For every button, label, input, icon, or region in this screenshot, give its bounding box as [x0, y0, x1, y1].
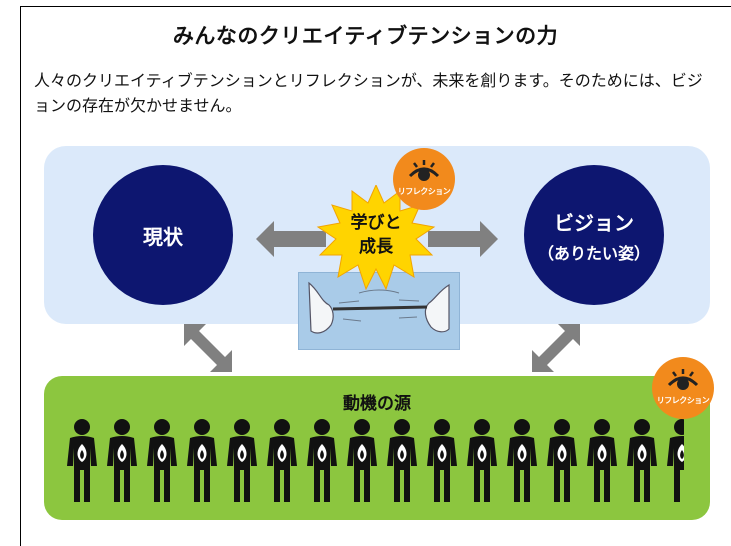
reflection-badge-bottom: リフレクション [652, 357, 714, 419]
person-with-flame-icon [227, 419, 257, 502]
current-state-circle: 現状 [93, 165, 233, 305]
person-with-flame-icon [67, 419, 97, 502]
vision-sub-label: （ありたい姿） [537, 243, 650, 263]
person-with-flame-icon [187, 419, 217, 502]
frame-left-line [20, 6, 21, 546]
left-arrow-icon [256, 221, 326, 257]
reflection-label-bottom: リフレクション [656, 396, 710, 405]
person-with-flame-icon [267, 419, 297, 502]
eye-icon [667, 369, 699, 390]
person-with-flame-icon [427, 419, 457, 502]
frame-top-line [20, 6, 731, 7]
right-arrow-icon [428, 221, 498, 257]
learning-label-line2: 成長 [359, 237, 393, 257]
person-with-flame-icon [307, 419, 337, 502]
hands-illustration-icon [299, 273, 459, 349]
starburst-icon [316, 185, 436, 290]
learning-growth-label: 学びと 成長 [316, 211, 436, 259]
hands-stretching-photo [298, 272, 460, 350]
person-with-flame-icon [547, 419, 577, 502]
person-with-flame-icon [627, 419, 657, 502]
learning-label-line1: 学びと [350, 213, 402, 233]
person-with-flame-icon [147, 419, 177, 502]
person-with-flame-icon [387, 419, 417, 502]
people-row [67, 419, 684, 502]
diagonal-arrow-left-icon [184, 324, 232, 372]
person-with-flame-icon [667, 419, 684, 502]
current-state-label: 現状 [143, 224, 183, 249]
reflection-badge-top: リフレクション [393, 148, 455, 210]
page-title: みんなのクリエイティブテンションの力 [172, 24, 559, 48]
person-with-flame-icon [347, 419, 377, 502]
reflection-label-top: リフレクション [397, 187, 451, 196]
vision-circle: ビジョン （ありたい姿） [524, 165, 664, 305]
person-with-flame-icon [507, 419, 537, 502]
person-with-flame-icon [107, 419, 137, 502]
person-with-flame-icon [467, 419, 497, 502]
description-text: 人々のクリエイティブテンションとリフレクションが、未来を創ります。そのためには、… [34, 71, 703, 115]
motivation-source-label: 動機の源 [343, 394, 411, 414]
diagonal-arrow-right-icon [532, 324, 580, 372]
vision-label: ビジョン [554, 210, 634, 235]
eye-icon [408, 160, 440, 181]
person-with-flame-icon [587, 419, 617, 502]
